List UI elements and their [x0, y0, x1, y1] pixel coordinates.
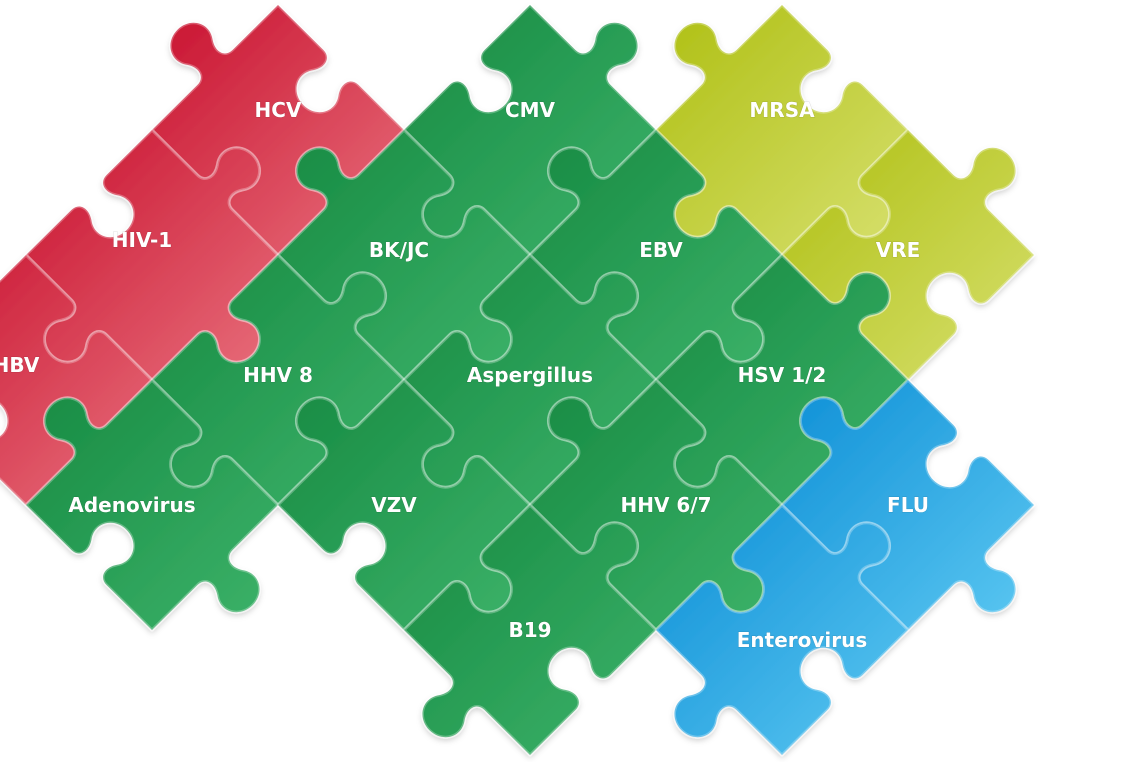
piece-label-aspergillus: Aspergillus: [467, 363, 593, 387]
piece-label-adenovirus: Adenovirus: [68, 493, 195, 517]
piece-label-hsv-1-2: HSV 1/2: [738, 363, 827, 387]
piece-label-mrsa: MRSA: [749, 98, 815, 122]
piece-label-hbv: HBV: [0, 353, 40, 377]
piece-label-enterovirus: Enterovirus: [737, 628, 868, 652]
puzzle-piece-hiv-1: [24, 128, 280, 382]
puzzle-piece-enterovirus: [654, 503, 910, 757]
piece-label-flu: FLU: [887, 493, 929, 517]
puzzle-piece-mrsa: [654, 3, 910, 257]
piece-label-ebv: EBV: [639, 238, 683, 262]
piece-label-vre: VRE: [876, 238, 921, 262]
piece-label-hhv-6-7: HHV 6/7: [620, 493, 711, 517]
piece-label-hhv-8: HHV 8: [243, 363, 313, 387]
puzzle-piece-b19: [402, 503, 658, 757]
piece-label-hcv: HCV: [255, 98, 302, 122]
puzzle-piece-adenovirus: [24, 378, 280, 632]
piece-label-cmv: CMV: [505, 98, 556, 122]
piece-label-vzv: VZV: [371, 493, 417, 517]
piece-label-b19: B19: [508, 618, 551, 642]
labels-layer: HCV CMV MRSA HIV-1 BK/JC EBV VRE HBV HHV 8 Asperg…: [0, 98, 929, 653]
piece-label-bk-jc: BK/JC: [369, 238, 429, 262]
pieces-layer: [0, 3, 1036, 757]
piece-label-hiv-1: HIV-1: [112, 228, 172, 252]
